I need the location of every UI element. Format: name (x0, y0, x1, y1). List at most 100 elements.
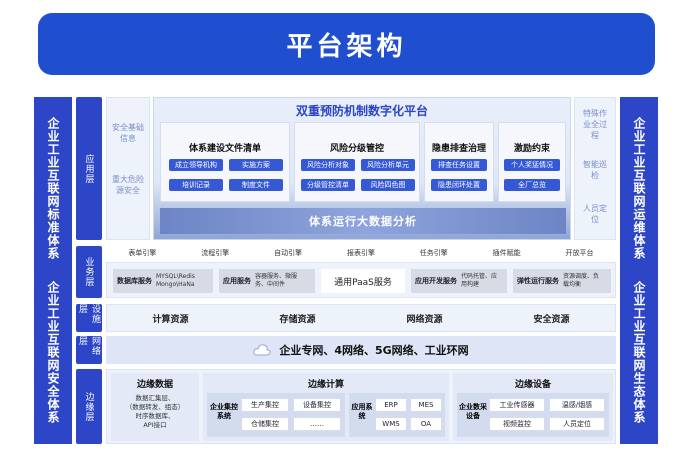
facility-item: 网络资源 (406, 314, 443, 325)
service-detail: MYSQL\Redis Mongo\HaNa (156, 273, 195, 288)
engine-item: 开放平台 (565, 249, 594, 257)
group-hazard-check: 隐患排查治理 排查任务设置 隐患闭环处置 (424, 122, 494, 202)
engine-item: 报表引擎 (346, 249, 375, 257)
device-item: 人员定位 (549, 417, 605, 431)
layer-facility-text: 设施层 (77, 304, 100, 324)
edge-compute-title: 边缘计算 (307, 380, 344, 390)
group-item: 风险四色图 (361, 179, 415, 191)
layer-app-text: 应用层 (83, 153, 94, 184)
group-system-docs: 体系建设文件清单 成立领导机构 实施方案 培训记录 制度文件 (160, 122, 290, 202)
group-item: 排查任务设置 (431, 159, 487, 171)
device-item: 工业传感器 (489, 398, 545, 412)
device-item: 温感/烟感 (549, 398, 605, 412)
bigdata-text: 体系运行大数据分析 (309, 215, 417, 228)
compute-group-label: 企业集控系统 (210, 403, 238, 420)
facility-row: 计算资源 存储资源 网络资源 安全资源 (106, 304, 616, 332)
app-right-item: 特殊作业全过程 (583, 109, 607, 140)
service-label: 应用开发服务 (415, 277, 457, 285)
left-system-column: 企业工业互联网标准体系 企业工业互联网安全体系 (34, 97, 72, 444)
edge-device-block: 边缘设备 企业数采设备 工业传感器 温感/烟感 视频监控 人员定位 (453, 373, 613, 441)
bigdata-banner: 体系运行大数据分析 (160, 208, 566, 234)
security-system-label: 企业工业互联网安全体系 (46, 280, 60, 424)
group-title: 体系建设文件清单 (188, 144, 261, 154)
network-text: 企业专网、4网络、5G网络、工业环网 (279, 344, 469, 357)
layer-network: 网络层 (76, 336, 102, 364)
group-item: 全厂总览 (504, 179, 560, 191)
group-item: 风险分析单元 (361, 159, 415, 171)
compute-group-label: 应用系统 (351, 403, 373, 420)
compute-item: OA (410, 417, 442, 431)
layer-edge-text: 边缘层 (83, 391, 94, 422)
service-elastic: 弹性运行服务 资源调度、负载均衡 (513, 269, 611, 293)
edge-layer-panel: 边缘数据 数据汇集层、 （数据转发、组态） 时序数据库、 API接口 边缘计算 … (106, 369, 616, 444)
compute-item: 生产集控 (241, 398, 289, 412)
service-database: 数据库服务 MYSQL\Redis Mongo\HaNa (113, 269, 213, 293)
group-item: 培训记录 (169, 179, 223, 191)
app-left-item: 重大危险源安全 (112, 175, 144, 195)
compute-group-control: 企业集控系统 生产集控 设备集控 仓储集控 …… (207, 393, 345, 437)
device-group: 企业数采设备 工业传感器 温感/烟感 视频监控 人员定位 (457, 393, 609, 437)
facility-item: 安全资源 (533, 314, 570, 325)
platform-title: 双重预防机制数字化平台 (295, 104, 428, 118)
app-right-panel: 特殊作业全过程 智能巡检 人员定位 (574, 97, 616, 240)
group-item: 实施方案 (229, 159, 283, 171)
business-services-row: 数据库服务 MYSQL\Redis Mongo\HaNa 应用服务 容器服务、微… (106, 262, 616, 298)
group-item: 分级管控清单 (301, 179, 355, 191)
compute-item: 设备集控 (293, 398, 341, 412)
engine-item: 表单引擎 (128, 249, 157, 257)
device-item: 视频监控 (489, 417, 545, 431)
platform-block: 双重预防机制数字化平台 体系建设文件清单 成立领导机构 实施方案 培训记录 制度… (153, 97, 571, 240)
compute-item: …… (293, 417, 341, 431)
group-item: 个人奖惩情况 (504, 159, 560, 171)
ops-system-label: 企业工业互联网运维体系 (632, 117, 646, 261)
group-item: 成立领导机构 (169, 159, 223, 171)
edge-device-title: 边缘设备 (514, 380, 551, 390)
compute-item: WMS (375, 417, 407, 431)
service-label: 数据库服务 (117, 277, 152, 285)
engine-item: 自动引擎 (274, 249, 303, 257)
ecosystem-label: 企业工业互联网生态体系 (632, 280, 646, 424)
edge-data-title: 边缘数据 (136, 380, 173, 390)
app-left-panel: 安全基础信息 重大危险源安全 (106, 97, 150, 240)
standard-system-label: 企业工业互联网标准体系 (46, 117, 60, 261)
engine-item: 任务引擎 (419, 249, 448, 257)
app-right-item: 人员定位 (583, 204, 607, 224)
group-title: 隐患排查治理 (431, 144, 486, 154)
network-row: 企业专网、4网络、5G网络、工业环网 (106, 336, 616, 364)
device-group-label: 企业数采设备 (459, 403, 487, 420)
edge-compute-block: 边缘计算 企业集控系统 生产集控 设备集控 仓储集控 …… 应用系统 ERP M… (203, 373, 449, 441)
group-title: 激励约束 (513, 144, 550, 154)
compute-group-apps: 应用系统 ERP MES WMS OA (349, 393, 445, 437)
group-title: 风险分级管控 (329, 144, 384, 154)
page-title: 平台架构 (38, 13, 655, 75)
facility-item: 存储资源 (279, 314, 316, 325)
layer-app: 应用层 (76, 97, 102, 240)
engines-row: 表单引擎 流程引擎 自动引擎 报表引擎 任务引擎 插件赋能 开放平台 (106, 246, 616, 260)
group-item: 风险分析对象 (301, 159, 355, 171)
service-detail: 资源调度、负载均衡 (563, 273, 600, 288)
facility-item: 计算资源 (152, 314, 189, 325)
group-item: 隐患闭环处置 (431, 179, 487, 191)
service-detail: 容器服务、微服务、中间件 (255, 273, 298, 288)
layer-business-text: 业务层 (83, 257, 94, 287)
engine-item: 流程引擎 (201, 249, 230, 257)
group-item: 制度文件 (229, 179, 283, 191)
layer-business: 业务层 (76, 246, 102, 298)
group-incentive: 激励约束 个人奖惩情况 全厂总览 (498, 122, 566, 202)
service-label: 弹性运行服务 (517, 277, 559, 285)
service-dev: 应用开发服务 代码托管、应用构建 (411, 269, 507, 293)
right-system-column: 企业工业互联网运维体系 企业工业互联网生态体系 (620, 97, 658, 444)
layer-facility: 设施层 (76, 304, 102, 332)
app-right-item: 智能巡检 (583, 160, 607, 180)
layer-network-text: 网络层 (77, 336, 100, 356)
compute-item: ERP (375, 398, 407, 412)
service-label: 通用PaaS服务 (334, 277, 392, 288)
compute-item: MES (410, 398, 442, 412)
layer-edge: 边缘层 (76, 369, 102, 444)
service-label: 应用服务 (223, 277, 251, 285)
service-detail: 代码托管、应用构建 (461, 273, 498, 288)
service-paas: 通用PaaS服务 (321, 269, 405, 293)
cloud-icon (253, 344, 272, 356)
edge-data-block: 边缘数据 数据汇集层、 （数据转发、组态） 时序数据库、 API接口 (111, 373, 199, 441)
group-risk-control: 风险分级管控 风险分析对象 风险分析单元 分级管控清单 风险四色图 (294, 122, 420, 202)
